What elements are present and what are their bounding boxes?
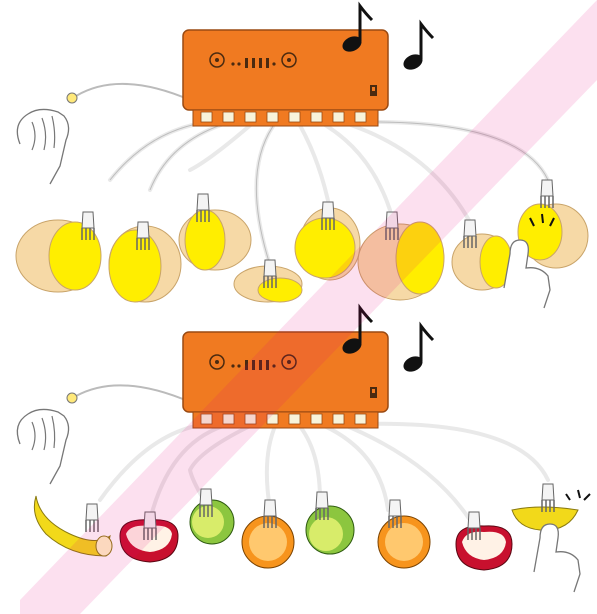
finger-tap-icon bbox=[533, 523, 581, 593]
hand-icon bbox=[16, 408, 70, 485]
tap-burst-icon bbox=[565, 489, 591, 501]
fruit-row bbox=[33, 495, 579, 571]
panel-potatoes bbox=[15, 4, 589, 309]
alligator-clip-icon bbox=[66, 392, 78, 404]
tap-burst-icon bbox=[529, 213, 555, 227]
alligator-clip-icon bbox=[66, 92, 78, 104]
potato-row bbox=[15, 203, 589, 303]
alligator-clip-icon bbox=[85, 503, 99, 533]
music-note-icon bbox=[399, 324, 435, 377]
panel-fruits bbox=[16, 306, 591, 593]
music-note-icon bbox=[399, 22, 435, 75]
hand-icon bbox=[16, 108, 70, 185]
